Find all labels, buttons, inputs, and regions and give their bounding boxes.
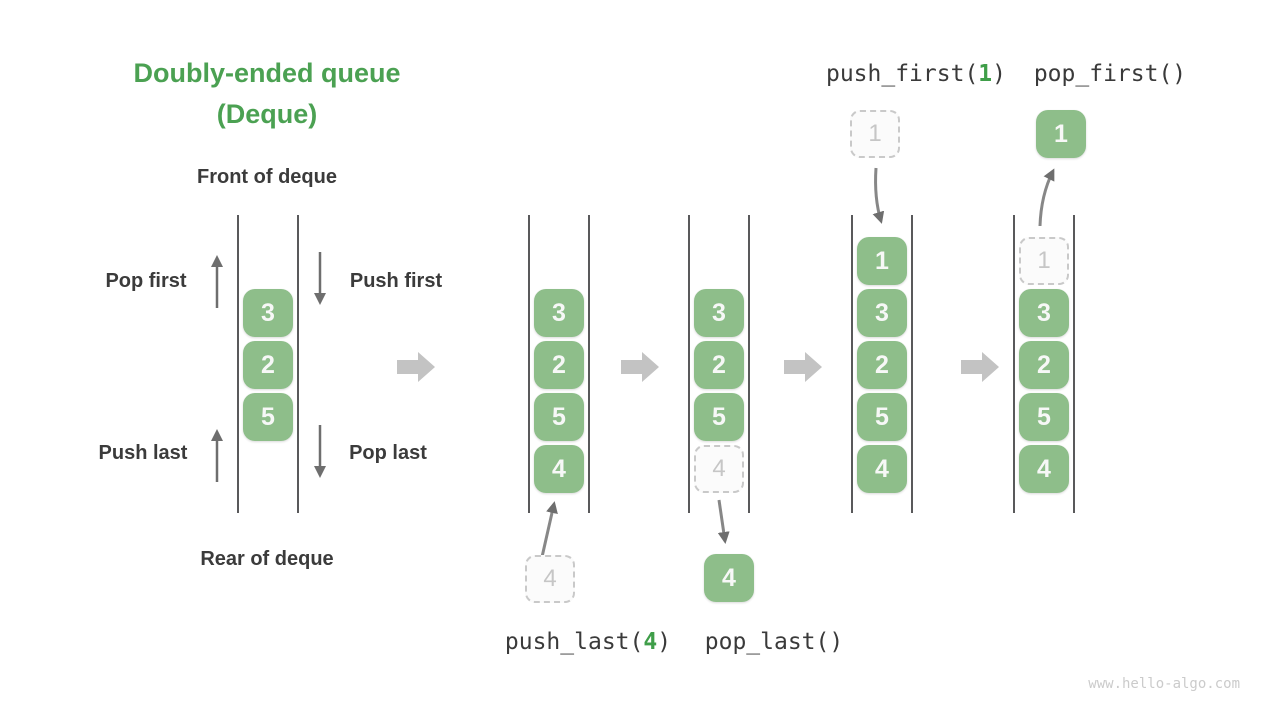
code-arg: 1 bbox=[978, 61, 993, 87]
code-text: push_last( bbox=[504, 629, 644, 655]
watermark: www.hello-algo.com bbox=[1088, 676, 1240, 692]
step-arrow-3 bbox=[784, 352, 822, 382]
queue2-left-wall bbox=[528, 215, 530, 513]
pop-first-flow-arrow bbox=[1038, 168, 1055, 227]
push-first-incoming-cell: 1 bbox=[850, 110, 900, 158]
queue3-cell-5: 5 bbox=[694, 393, 744, 441]
queue4-cell-1: 1 bbox=[857, 237, 907, 285]
pop-first-removed-cell: 1 bbox=[1036, 110, 1086, 158]
queue2-cell-5: 5 bbox=[534, 393, 584, 441]
queue4-cell-3: 3 bbox=[857, 289, 907, 337]
pop-last-removed-cell: 4 bbox=[704, 554, 754, 602]
front-of-deque-label: Front of deque bbox=[197, 166, 337, 188]
queue3-left-wall bbox=[688, 215, 690, 513]
push-last-flow-arrow bbox=[540, 501, 558, 558]
push-last-incoming-cell: 4 bbox=[525, 555, 575, 603]
pop-last-flow-arrow bbox=[717, 499, 730, 544]
code-text: ) bbox=[992, 61, 1007, 87]
queue4-cell-2: 2 bbox=[857, 341, 907, 389]
code-arg: 4 bbox=[643, 629, 658, 655]
queue1-left-wall bbox=[237, 215, 239, 513]
queue4-cell-4: 4 bbox=[857, 445, 907, 493]
queue5-cell-5: 5 bbox=[1019, 393, 1069, 441]
queue4-cell-5: 5 bbox=[857, 393, 907, 441]
queue3-cell-3: 3 bbox=[694, 289, 744, 337]
diagram-title: Doubly-ended queue (Deque) bbox=[97, 53, 437, 135]
push-last-operation-label: push_last(4) bbox=[478, 629, 698, 655]
step-arrow-4 bbox=[961, 352, 999, 382]
pop-last-label: Pop last bbox=[349, 442, 427, 464]
push-first-flow-arrow bbox=[872, 167, 885, 224]
queue5-left-wall bbox=[1013, 215, 1015, 513]
queue4-left-wall bbox=[851, 215, 853, 513]
queue2-cell-3: 3 bbox=[534, 289, 584, 337]
title-line-1: Doubly-ended queue bbox=[133, 58, 401, 88]
pop-last-operation-label: pop_last() bbox=[704, 629, 844, 655]
queue5-ghost-cell-1: 1 bbox=[1019, 237, 1069, 285]
queue2-right-wall bbox=[588, 215, 590, 513]
queue1-right-wall bbox=[297, 215, 299, 513]
queue5-cell-2: 2 bbox=[1019, 341, 1069, 389]
queue1-cell-3: 3 bbox=[243, 289, 293, 337]
queue4-right-wall bbox=[911, 215, 913, 513]
rear-of-deque-label: Rear of deque bbox=[200, 548, 334, 570]
queue1-cell-5: 5 bbox=[243, 393, 293, 441]
pop-first-label: Pop first bbox=[105, 270, 187, 292]
queue3-right-wall bbox=[748, 215, 750, 513]
pop-first-operation-label: pop_first() bbox=[1033, 61, 1187, 87]
push-last-label: Push last bbox=[98, 442, 188, 464]
step-arrow-1 bbox=[397, 352, 435, 382]
queue2-cell-4: 4 bbox=[534, 445, 584, 493]
step-arrow-2 bbox=[621, 352, 659, 382]
queue3-cell-2: 2 bbox=[694, 341, 744, 389]
queue5-cell-4: 4 bbox=[1019, 445, 1069, 493]
code-text: push_first( bbox=[825, 61, 979, 87]
code-text: ) bbox=[657, 629, 672, 655]
queue1-cell-2: 2 bbox=[243, 341, 293, 389]
push-first-operation-label: push_first(1) bbox=[806, 61, 1026, 87]
title-line-2: (Deque) bbox=[216, 99, 318, 129]
queue5-right-wall bbox=[1073, 215, 1075, 513]
queue5-cell-3: 3 bbox=[1019, 289, 1069, 337]
push-first-label: Push first bbox=[349, 270, 443, 292]
queue3-ghost-cell-4: 4 bbox=[694, 445, 744, 493]
queue2-cell-2: 2 bbox=[534, 341, 584, 389]
